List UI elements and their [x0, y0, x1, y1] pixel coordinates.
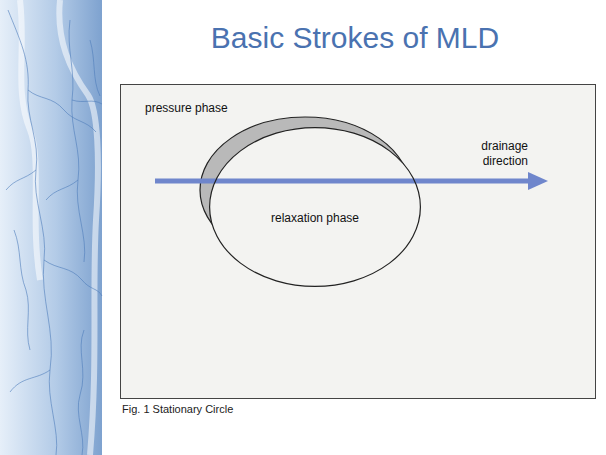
- caption-slot: Fig. 1 Stationary Circle: [122, 403, 592, 415]
- pressure-label: pressure phase: [145, 101, 275, 117]
- phase-label: relaxation phase: [209, 211, 421, 226]
- figure-frame: [121, 85, 596, 399]
- label-slot: drainage direction: [458, 139, 528, 170]
- label-slot: pressure phase: [145, 101, 275, 117]
- circle-outline: [209, 127, 421, 287]
- title-slot: Basic Strokes of MLD: [110, 20, 600, 56]
- slide-title: Basic Strokes of MLD: [110, 20, 600, 56]
- side-strip: [0, 0, 102, 455]
- body-silhouette: [20, 0, 98, 455]
- phase-circle: relaxation phase: [209, 127, 421, 287]
- arrow-head: [528, 172, 548, 190]
- direction-label: drainage direction: [458, 139, 528, 170]
- figure-caption: Fig. 1 Stationary Circle: [122, 403, 592, 415]
- drainage-arrow: [155, 179, 530, 184]
- circle-ground: [210, 128, 421, 287]
- vessel-lines: [6, 10, 102, 455]
- circle-stroke: [210, 128, 421, 287]
